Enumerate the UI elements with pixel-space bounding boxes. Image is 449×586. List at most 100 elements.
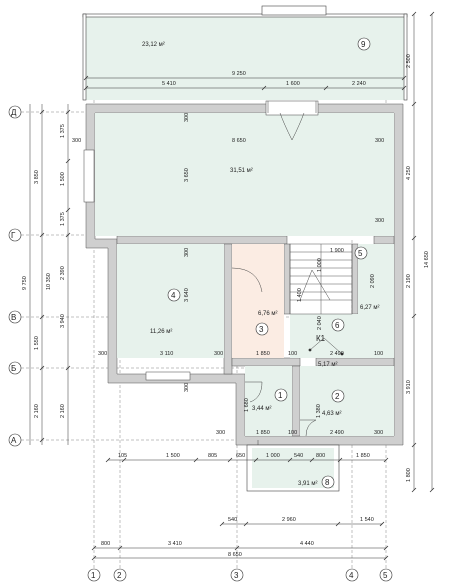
dim-wall-300-f: 300 xyxy=(98,351,107,357)
dim-bottom-r1-2: 1 500 xyxy=(166,453,180,459)
dim-left-c-1: 9 750 xyxy=(22,276,28,290)
axis-v: В xyxy=(11,313,16,322)
dim-bottom-r1-6: 540 xyxy=(294,453,303,459)
dim-left-c-2: 10 350 xyxy=(46,273,52,290)
dim-right-3: 2 190 xyxy=(406,274,412,288)
axis-b: Б xyxy=(11,364,16,373)
axis-5: 5 xyxy=(383,571,388,580)
room-5-area: 6,27 м² xyxy=(360,305,379,311)
dim-wall-300-i: 300 xyxy=(216,430,225,436)
room-2-number: 2 xyxy=(335,392,340,401)
dim-top-part-3: 2 240 xyxy=(352,81,366,87)
room-2-area: 4,63 м² xyxy=(322,411,341,417)
dim-room2-width: 2 490 xyxy=(330,430,344,436)
dim-left-b-3: 2 160 xyxy=(34,404,40,418)
room-8-area: 3,91 м² xyxy=(298,481,317,487)
porch xyxy=(252,448,334,488)
dim-right-5: 1 800 xyxy=(406,468,412,482)
dim-bottom-r1-1: 105 xyxy=(118,453,127,459)
axis-3: 3 xyxy=(234,571,239,580)
room-6-number: 6 xyxy=(335,321,340,330)
dim-wall-300-c: 300 xyxy=(375,218,384,224)
dim-small-1400: 1 400 xyxy=(297,288,303,302)
dim-bottom-r1-7: 800 xyxy=(316,453,325,459)
axis-2: 2 xyxy=(117,571,122,580)
axis-g: Г xyxy=(11,231,16,240)
dim-wall-300-d: 300 xyxy=(184,113,190,122)
room-living-area: 31,51 м² xyxy=(230,168,253,174)
dim-small-1000: 1 000 xyxy=(317,258,323,272)
axis-1: 1 xyxy=(91,571,96,580)
room-5-number: 5 xyxy=(358,249,363,258)
dim-living-depth: 3 650 xyxy=(184,168,190,182)
k1-label: К1 xyxy=(316,334,326,343)
room-6-area: 5,17 м² xyxy=(318,362,337,368)
dim-top-overall: 9 250 xyxy=(232,71,246,77)
dim-left-a-2: 1 500 xyxy=(60,172,66,186)
room-1-number: 1 xyxy=(278,391,283,400)
dim-top-part-2: 1 600 xyxy=(286,81,300,87)
dim-left-b-4: 2 160 xyxy=(60,404,66,418)
dim-bath-width: 2 490 xyxy=(330,351,344,357)
dim-wall-300-b: 300 xyxy=(375,138,384,144)
dim-bottom-r1-3: 805 xyxy=(208,453,217,459)
room-labels: 23,12 м² 9 31,51 м² 4 11,26 м² 3 6,76 м²… xyxy=(142,37,379,489)
dim-right-2: 4 250 xyxy=(406,166,412,180)
dim-room4-depth: 3 640 xyxy=(184,288,190,302)
top-dimensions: 9 250 5 410 1 600 2 240 xyxy=(83,71,407,91)
room-8-number: 8 xyxy=(325,478,330,487)
dim-stair-depth: 2 090 xyxy=(370,274,376,288)
dim-wall-300-h: 300 xyxy=(184,383,190,392)
axis-d: Д xyxy=(11,108,17,117)
dim-left-a-1: 1 375 xyxy=(60,124,66,138)
dim-bottom-r2-2: 2 960 xyxy=(282,517,296,523)
room-1-area: 3,44 м² xyxy=(252,406,271,412)
interior-dimensions: 8 650 3 650 300 300 300 300 300 3 640 3 … xyxy=(72,113,384,436)
dim-room2-depth: 1 380 xyxy=(316,404,322,418)
dim-bottom-r3-2: 3 410 xyxy=(168,541,182,547)
dim-hall-width: 1 850 xyxy=(256,351,270,357)
staircase xyxy=(289,243,353,315)
dim-hall-gap-c: 100 xyxy=(288,430,297,436)
dim-bottom-r1-5: 1 000 xyxy=(266,453,280,459)
room-4-area: 11,26 м² xyxy=(150,329,172,335)
dim-stair-width: 1 900 xyxy=(330,248,344,254)
dim-room1-width: 1 850 xyxy=(256,430,270,436)
dim-stair-half: 2 040 xyxy=(317,316,323,330)
dim-left-b-2: 1 550 xyxy=(34,336,40,350)
terrace xyxy=(82,5,408,101)
dim-right-overall: 14 650 xyxy=(424,251,430,268)
dim-bottom-r3-3: 4 440 xyxy=(300,541,314,547)
living-door xyxy=(265,100,319,141)
right-dimensions: 2 500 4 250 2 190 3 910 1 800 14 650 xyxy=(406,11,435,493)
dim-hall-gap-b: 100 xyxy=(374,351,383,357)
axis-4: 4 xyxy=(349,571,354,580)
dim-left-a-5: 3 940 xyxy=(60,314,66,328)
left-dimensions: 1 375 1 500 1 375 2 390 3 940 3 850 1 55… xyxy=(22,104,71,445)
dim-bottom-r2-3: 1 540 xyxy=(360,517,374,523)
dim-left-b-1: 3 850 xyxy=(34,170,40,184)
dim-wall-300-j: 300 xyxy=(374,430,383,436)
dim-right-1: 2 500 xyxy=(406,54,412,68)
living-window-left xyxy=(83,149,95,203)
dim-left-a-3: 1 375 xyxy=(60,212,66,226)
room-9-number: 9 xyxy=(361,40,366,49)
dim-bottom-r3-1: 800 xyxy=(101,541,110,547)
dim-bottom-overall: 8 650 xyxy=(228,552,242,558)
dim-hall-gap: 100 xyxy=(288,351,297,357)
dim-room1-depth: 1 680 xyxy=(244,398,250,412)
dim-right-4: 3 910 xyxy=(406,380,412,394)
room-4-number: 4 xyxy=(171,291,176,300)
dim-left-a-4: 2 390 xyxy=(60,266,66,280)
dim-bottom-r1-4: 650 xyxy=(236,453,245,459)
dim-bottom-r2-1: 540 xyxy=(228,517,237,523)
room-3-area: 6,76 м² xyxy=(258,311,277,317)
dim-wall-300-g: 300 xyxy=(214,351,223,357)
axis-bubbles-horizontal: Д Г В Б А xyxy=(8,105,22,447)
k1-lines xyxy=(308,337,344,356)
dim-living-width: 8 650 xyxy=(232,138,246,144)
axis-bubbles-vertical: 1 2 3 4 5 xyxy=(87,568,393,582)
dim-wall-300-a: 300 xyxy=(72,138,81,144)
dim-bottom-r1-8: 1 850 xyxy=(356,453,370,459)
